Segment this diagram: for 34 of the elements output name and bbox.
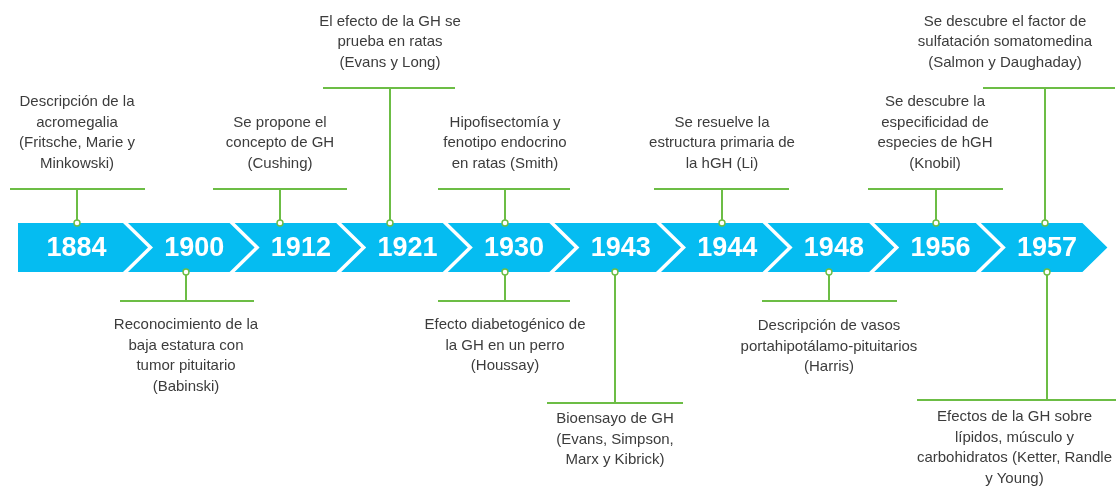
leader-line	[437, 268, 571, 302]
milestone-text: Efecto diabetogénico de la GH en un perro (Houssay)	[423, 314, 587, 375]
year-label: 1884	[46, 232, 107, 263]
year-label: 1921	[377, 232, 438, 263]
leader-line	[982, 87, 1116, 227]
milestone-text: Efectos de la GH sobre lípidos, músculo y carbohidratos (Ketter, Randle y Young)	[915, 406, 1114, 488]
milestone-text: El efecto de la GH se prueba en ratas (Evans y Long)	[318, 10, 462, 72]
leader-line	[867, 188, 1004, 227]
leader-line	[437, 188, 571, 227]
milestone-text: Se resuelve la estructura primaria de la hGH (Li)	[649, 111, 795, 173]
leader-line	[322, 87, 456, 227]
leader-line	[761, 268, 898, 302]
year-label: 1948	[803, 232, 864, 263]
year-label: 1956	[910, 232, 971, 263]
leader-line	[916, 268, 1117, 401]
milestone-text: Hipofisectomía y fenotipo endocrino en ratas (Smith)	[442, 111, 568, 173]
milestone-text: Se descubre el factor de sulfatación somatomedina (Salmon y Daughaday)	[916, 10, 1094, 72]
leader-line	[653, 188, 790, 227]
milestone-text: Se propone el concepto de GH (Cushing)	[224, 111, 336, 173]
milestone-text: Se descubre la especificidad de especies de hGH (Knobil)	[876, 91, 994, 173]
leader-line	[9, 188, 146, 227]
year-label: 1912	[270, 232, 331, 263]
leader-line	[546, 268, 684, 404]
milestone-text: Bioensayo de GH (Evans, Simpson, Marx y Kibrick)	[555, 408, 675, 469]
milestone-text: Descripción de la acromegalia (Fritsche, Marie y Minkowski)	[18, 91, 136, 173]
milestone-text: Descripción de vasos portahipotálamo-pituitarios (Harris)	[739, 315, 919, 376]
milestone-text: Reconocimiento de la baja estatura con tumor pituitario (Babinski)	[112, 314, 260, 396]
year-label: 1944	[697, 232, 758, 263]
year-label: 1943	[590, 232, 651, 263]
leader-line	[119, 268, 255, 302]
year-label: 1900	[164, 232, 225, 263]
year-label: 1930	[484, 232, 545, 263]
leader-line	[212, 188, 348, 227]
year-label: 1957	[1017, 232, 1078, 263]
